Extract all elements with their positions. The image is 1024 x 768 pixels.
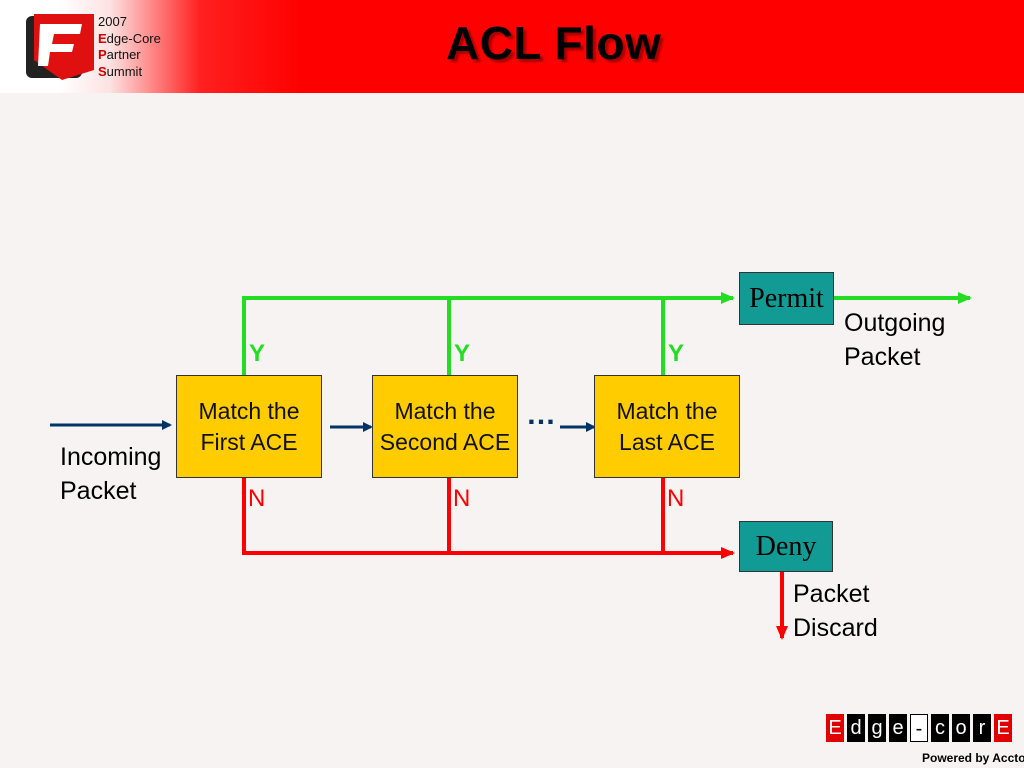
logo-letter: o: [952, 714, 970, 742]
ace-box-line: Second ACE: [379, 428, 511, 455]
logo-line: Summit: [98, 63, 143, 79]
logo-letter: c: [931, 714, 949, 742]
logo-letter: g: [868, 714, 886, 742]
powered-by-text: Powered by Accton: [922, 751, 1024, 765]
no-label: N: [453, 485, 471, 512]
logo-letter: E: [994, 714, 1012, 742]
permit-box: Permit: [739, 272, 834, 325]
yes-path: [242, 292, 735, 375]
summit-logo-text: 2007 Edge-Core Partner Summit: [98, 14, 161, 80]
logo-line: 2007: [98, 14, 127, 29]
no-label: N: [248, 485, 266, 512]
yes-label: Y: [249, 340, 266, 367]
ace-box-line: Last ACE: [619, 428, 715, 455]
header-bar: 2007 Edge-Core Partner Summit ACL Flow: [0, 0, 1024, 93]
ace-box-line: First ACE: [200, 428, 298, 455]
logo-letter: d: [847, 714, 865, 742]
logo-letter: -: [910, 714, 928, 742]
logo-letter: E: [826, 714, 844, 742]
edgecore-logo: E d g e - c o r E Powered by Accton: [824, 711, 1024, 767]
page-title: ACL Flow: [446, 17, 662, 69]
logo-letter: r: [973, 714, 991, 742]
logo-line: Edge-Core: [98, 30, 161, 46]
ace-box-line: Match the: [394, 397, 496, 424]
logo-line: Partner: [98, 47, 141, 62]
ellipsis: …: [526, 398, 556, 431]
no-label: N: [667, 485, 685, 512]
yes-label: Y: [454, 340, 471, 367]
deny-box: Deny: [739, 521, 833, 572]
yes-label: Y: [668, 340, 685, 367]
no-path: [242, 478, 735, 559]
ace-box-line: Match the: [616, 397, 718, 424]
summit-logo-icon: [26, 14, 94, 80]
logo-letter: e: [889, 714, 907, 742]
ace-box-line: Match the: [198, 397, 300, 424]
